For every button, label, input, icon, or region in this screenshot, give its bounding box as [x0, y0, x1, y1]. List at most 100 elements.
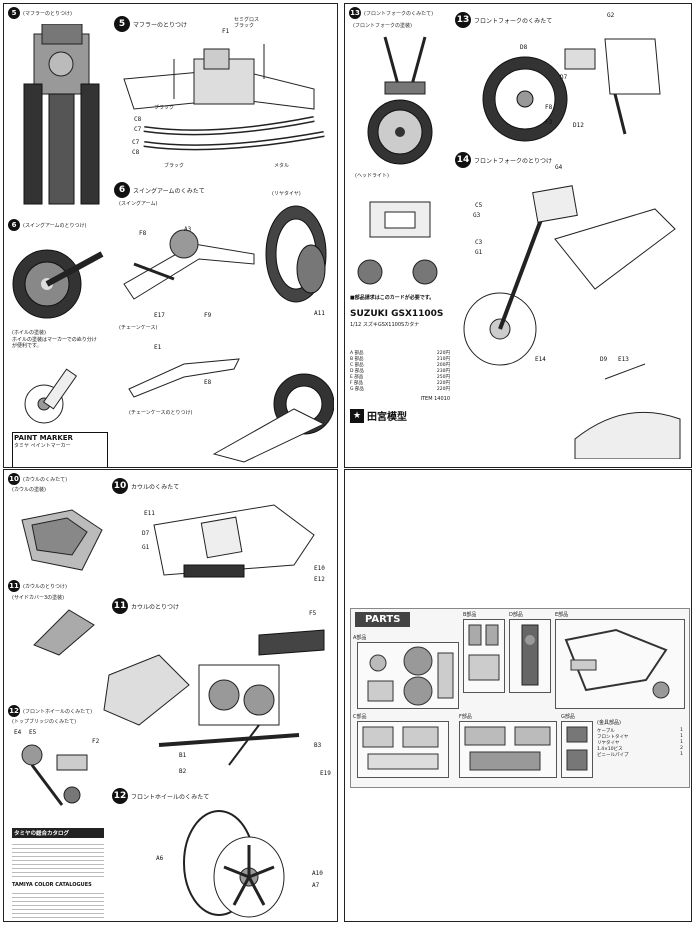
price-value: 220円 [436, 381, 450, 386]
step-number: 12 [112, 788, 128, 804]
parts-title: PARTS [355, 612, 411, 627]
sprue-g-parts [566, 726, 588, 771]
part-code: F3 [545, 119, 553, 126]
part-code: F1 [222, 28, 230, 35]
rear-tire-subheading: (リヤタイヤ) [272, 191, 301, 197]
cowl-install-diagram [103, 629, 325, 766]
cowl-assembly-diagram [153, 504, 315, 578]
price-value: 250円 [436, 375, 450, 380]
part-label: メタル [274, 163, 290, 169]
part-code: E5 [29, 729, 37, 736]
front-fork-assembly-diagram [482, 38, 661, 142]
swing-arm-subheading: (スイングアーム) [119, 201, 158, 207]
part-code: E11 [144, 510, 155, 517]
catalog-box: タミヤの総合カタログ TAMIYA COLOR CATALOGUES [12, 828, 104, 918]
price-part: A 部品 [350, 351, 364, 356]
parts-sheet: PARTS A部品 B部品 D部品 [350, 608, 690, 788]
part-code: D7 [142, 530, 150, 537]
paint-marker-title: PAINT MARKER [14, 434, 73, 442]
swing-arm-installed-illustration [12, 249, 104, 319]
swing-arm-diagram [123, 229, 255, 300]
step-number: 11 [112, 598, 128, 614]
parts-group-label: B部品 [463, 612, 477, 618]
part-code: C5 [475, 202, 483, 209]
part-code: B1 [179, 752, 187, 759]
part-label: セミグロス [234, 17, 260, 23]
front-fork-paint-subheading: (フロントフォークの塗装) [353, 23, 412, 29]
item-number: ITEM 14010 [420, 396, 451, 402]
part-code: F9 [204, 312, 212, 319]
part-code: A11 [314, 310, 325, 317]
brand-name: 田宮模型 [367, 412, 407, 423]
chain-attach-subheading: (チェーンケースのとりつけ) [129, 410, 193, 416]
step-caption: フロントフォークのくみたて [474, 17, 553, 25]
instruction-page-steps-13-14: 13 (フロントフォークのくみたて) (フロントフォークの塗装) 13 フロント… [344, 3, 692, 468]
price-value: 200円 [436, 363, 450, 368]
part-code: E4 [14, 729, 22, 736]
part-code: A3 [184, 226, 192, 233]
step-number: 11 [8, 580, 20, 592]
step-caption: カウルのくみたて [131, 483, 180, 491]
parts-group-label: A部品 [353, 635, 367, 641]
step-caption: (フロントホイールのくみたて) [23, 708, 93, 715]
catalog-title-en: TAMIYA COLOR CATALOGUES [12, 882, 92, 888]
part-code: C8 [134, 116, 142, 123]
extra-part-name: リヤタイヤ [597, 741, 620, 746]
part-code: G2 [607, 12, 615, 19]
price-value: 230円 [436, 369, 450, 374]
price-row: G 部品 220円 [350, 386, 450, 392]
step-13-header-small: 13 (フロントフォークのくみたて) [349, 7, 433, 19]
price-part: C 部品 [350, 363, 364, 368]
sprue-f [459, 721, 557, 778]
cowl-paint-illustration [21, 509, 103, 571]
catalog-text [12, 841, 104, 879]
step-caption: (カウルのとりつけ) [23, 583, 67, 590]
price-part: D 部品 [350, 369, 364, 374]
step-5-header-small: 5 (マフラーのとりつけ) [8, 7, 72, 19]
price-part: G 部品 [350, 387, 364, 392]
step-number: 5 [8, 7, 20, 19]
parts-group-label: E部品 [555, 612, 569, 618]
price-value: 220円 [436, 387, 450, 392]
part-code: G3 [473, 212, 481, 219]
sprue-a [357, 642, 459, 709]
wheel-paint-heading: (ホイルの塗装) [12, 330, 46, 336]
step-number: 14 [455, 152, 471, 168]
front-fork-install-diagram [463, 185, 681, 459]
headlight-subheading: (ヘッドライト) [355, 173, 389, 179]
step-14-header: 14 フロントフォークのとりつけ [455, 152, 552, 168]
step-caption: カウルのとりつけ [131, 603, 180, 611]
price-row: E 部品 250円 [350, 374, 450, 380]
wheel-paint-note: ホイルの塗装はマーカーでのぬり分けが便利です。 [12, 337, 97, 349]
catalog-title: タミヤの総合カタログ [12, 828, 104, 838]
muffler-assembly-diagram [123, 44, 325, 151]
paint-marker-subtitle: タミヤ ペイントマーカー [14, 443, 71, 449]
step-10-header: 10 カウルのくみたて [112, 478, 179, 494]
extra-part-name: ケーブル [597, 729, 615, 734]
step-number: 13 [455, 12, 471, 28]
step-number: 12 [8, 705, 20, 717]
step-11-header: 11 カウルのとりつけ [112, 598, 179, 614]
extra-part-name: 1.4×10ビス [597, 747, 623, 752]
price-part: E 部品 [350, 375, 364, 380]
model-name-jp: 1/12 スズキGSX1100Sカタナ [350, 322, 420, 328]
top-bridge-subheading: (トップブリッジのくみたて) [12, 719, 77, 725]
step-5-header: 5 マフラーのとりつけ [114, 16, 187, 32]
step-caption: フロントホイールのくみたて [131, 793, 210, 801]
extra-part-qty: 1 [680, 728, 683, 733]
cowl-paint-subheading: (カウルの塗装) [12, 487, 46, 493]
price-row: D 部品 230円 [350, 368, 450, 374]
extra-part-name: ビニールパイプ [597, 753, 629, 758]
step-number: 13 [349, 7, 361, 19]
extra-part-name: フロントタイヤ [597, 735, 629, 740]
part-code: D9 [600, 356, 608, 363]
step-6-header: 6 スイングアームのくみたて [114, 182, 205, 198]
sprue-c-parts [362, 726, 439, 770]
